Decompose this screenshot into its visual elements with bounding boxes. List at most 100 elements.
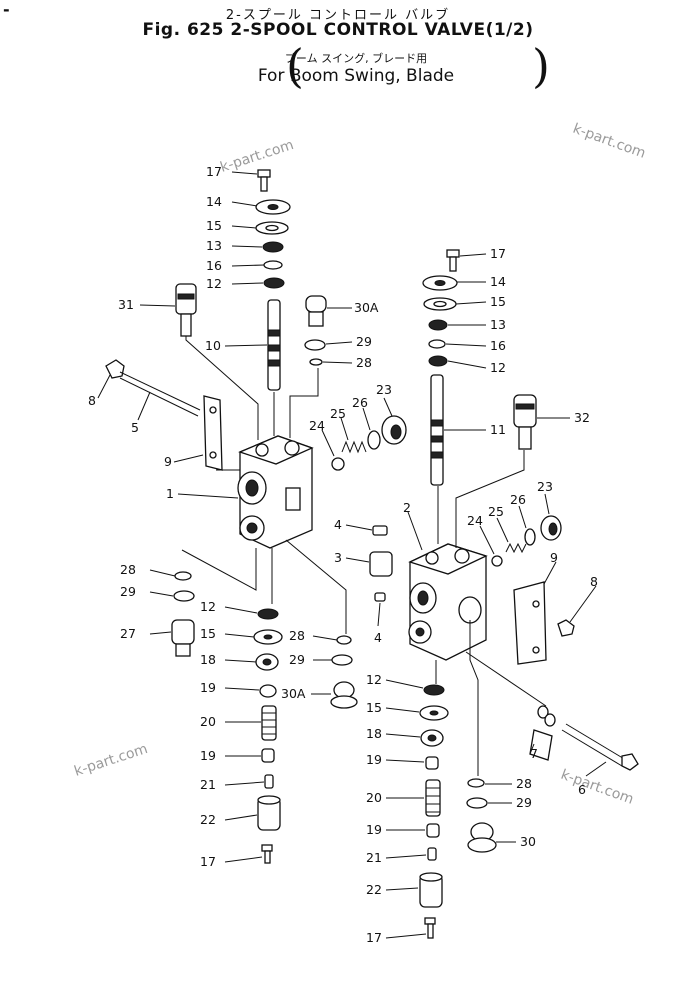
callout-3: 3 [334, 550, 342, 565]
left-cap-22 [257, 795, 281, 831]
callout-14: 14 [490, 274, 506, 289]
right-ring-16 [428, 339, 446, 349]
right-oring-26 [524, 528, 536, 546]
left-plug-30A-top [305, 295, 327, 327]
right-plug-30 [467, 822, 497, 853]
callout-12: 12 [490, 360, 506, 375]
left-gasket-3 [369, 551, 393, 577]
callout-15: 15 [366, 700, 382, 715]
left-seal-13 [262, 241, 284, 253]
watermark: k-part.com [559, 767, 636, 808]
callout-25: 25 [488, 504, 504, 519]
callout-15: 15 [200, 626, 216, 641]
right-bolt-6 [561, 723, 639, 771]
callout-20: 20 [366, 790, 382, 805]
callout-15: 15 [206, 218, 222, 233]
left-seat-19-top [259, 684, 277, 698]
right-screw-17-top [446, 249, 460, 272]
callout-12: 12 [200, 599, 216, 614]
left-ball-24 [331, 457, 345, 471]
figure-title: Fig. 625 2-SPOOL CONTROL VALVE(1/2) [142, 20, 534, 40]
left-bolt-5 [105, 359, 201, 417]
right-seal-13 [428, 319, 448, 331]
callout-30: 30 [520, 834, 536, 849]
left-plug-30A-low [330, 681, 358, 709]
callout-13: 13 [490, 317, 506, 332]
left-ring-28-top [309, 358, 323, 366]
left-oring-29-side [173, 590, 195, 602]
corner-mark: - [3, 0, 10, 19]
left-oring-29-top [304, 339, 326, 351]
left-seal-12 [263, 277, 285, 289]
japanese-title: 2-スプール コントロール バルブ [225, 8, 451, 23]
left-retainer-18 [255, 653, 279, 671]
right-spool-11 [430, 374, 444, 486]
callout-27: 27 [120, 626, 136, 641]
left-spool-10 [267, 299, 281, 391]
right-seat-19-top [425, 756, 439, 770]
callout-17: 17 [206, 164, 222, 179]
left-seat-19-low [261, 748, 275, 763]
callout-29: 29 [356, 334, 372, 349]
callout-23: 23 [537, 479, 553, 494]
callout-19: 19 [200, 748, 216, 763]
callout-5: 5 [131, 420, 139, 435]
callout-19: 19 [366, 752, 382, 767]
left-gasket-15 [255, 221, 289, 235]
callout-7: 7 [530, 746, 538, 761]
callout-22: 22 [200, 812, 216, 827]
callout-17: 17 [490, 246, 506, 261]
left-screw-17-top [257, 169, 271, 192]
right-ring-28 [467, 778, 485, 788]
callout-30A: 30A [281, 686, 306, 701]
left-plug-23 [381, 415, 407, 445]
left-oring-26 [367, 430, 381, 450]
callout-13: 13 [206, 238, 222, 253]
callout-26: 26 [510, 492, 526, 507]
callout-20: 20 [200, 714, 216, 729]
left-sensor-27 [171, 619, 195, 657]
left-spring-25 [341, 440, 367, 454]
right-seat-19-low [426, 823, 440, 838]
right-oring-29 [466, 797, 488, 809]
callout-18: 18 [200, 652, 216, 667]
callout-1: 1 [166, 486, 174, 501]
right-spring-20 [425, 779, 441, 817]
callout-9: 9 [164, 454, 172, 469]
left-valve-body-1 [237, 435, 314, 549]
paren-open: ( [286, 39, 304, 93]
callout-leaders [97, 171, 607, 939]
left-flange-15-low [253, 629, 283, 645]
callout-17: 17 [366, 930, 382, 945]
watermark: k-part.com [72, 741, 149, 780]
right-ball-24 [491, 555, 503, 567]
english-subtitle: For Boom Swing, Blade [257, 66, 455, 86]
left-bracket-9 [203, 395, 223, 471]
right-retainer-18 [420, 729, 444, 747]
right-flange-14 [422, 275, 458, 291]
callout-31: 31 [118, 297, 134, 312]
callout-4: 4 [374, 630, 382, 645]
callout-12: 12 [206, 276, 222, 291]
japanese-subtitle: ブーム スイング, ブレード用 [284, 52, 428, 65]
right-nut-8 [557, 619, 575, 637]
left-flange-14 [255, 199, 291, 215]
callout-10: 10 [205, 338, 221, 353]
right-screw-17-low [424, 917, 436, 939]
left-screw-17-low [261, 844, 273, 864]
callout-labels: 17 14 15 13 16 12 31 10 30A 29 28 8 5 9 … [88, 164, 598, 945]
callout-22: 22 [366, 882, 382, 897]
callout-29: 29 [289, 652, 305, 667]
callout-17: 17 [200, 854, 216, 869]
callout-16: 16 [206, 258, 222, 273]
callout-18: 18 [366, 726, 382, 741]
callout-21: 21 [366, 850, 382, 865]
callout-19: 19 [366, 822, 382, 837]
assembly-lines [181, 336, 547, 776]
left-ring-16 [263, 260, 283, 270]
callout-29: 29 [516, 795, 532, 810]
watermark: k-part.com [571, 121, 648, 162]
left-ring-28-side [174, 571, 192, 581]
callout-28: 28 [356, 355, 372, 370]
